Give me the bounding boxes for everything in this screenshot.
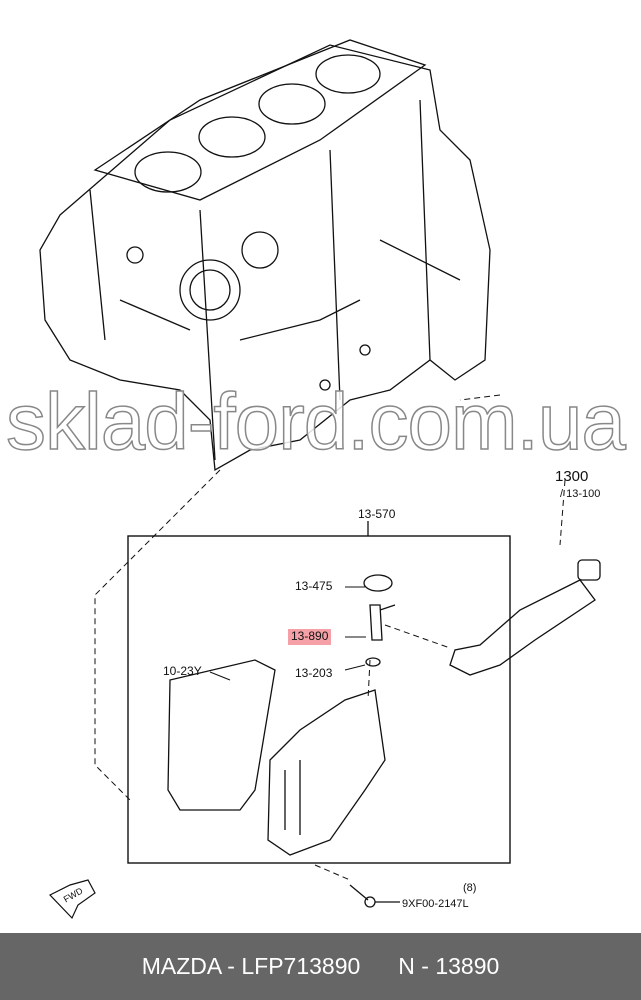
label-13-100: / 13-100 (560, 488, 601, 500)
footer-code: N - 13890 (398, 953, 500, 979)
gasket-drawing (167, 659, 276, 811)
fwd-arrow-icon (49, 879, 96, 920)
footer-bar: MAZDA - LFP713890 N - 13890 (0, 933, 641, 1000)
footer-part-number: MAZDA - LFP713890 (141, 953, 361, 979)
label-bolt-qty: (8) (463, 882, 477, 894)
label-10-23y: 10-23Y (163, 664, 202, 678)
pcv-valve-drawing (363, 574, 396, 667)
label-leaders (209, 586, 366, 681)
hose-drawing (449, 559, 601, 676)
engine-block-drawing (39, 39, 491, 472)
oil-separator-drawing (267, 689, 386, 856)
label-1300: 1300 (555, 468, 589, 485)
label-13-570: 13-570 (358, 507, 396, 521)
bolt-drawing (349, 884, 400, 908)
label-bolt: 9XF00-2147L (402, 898, 469, 910)
label-13-475: 13-475 (295, 579, 333, 593)
assembly-frame (127, 535, 511, 864)
label-13-890-highlighted: 13-890 (288, 629, 332, 645)
watermark: sklad-ford.com.ua (5, 377, 626, 466)
leader-lines (94, 394, 566, 881)
label-13-203: 13-203 (295, 666, 333, 680)
